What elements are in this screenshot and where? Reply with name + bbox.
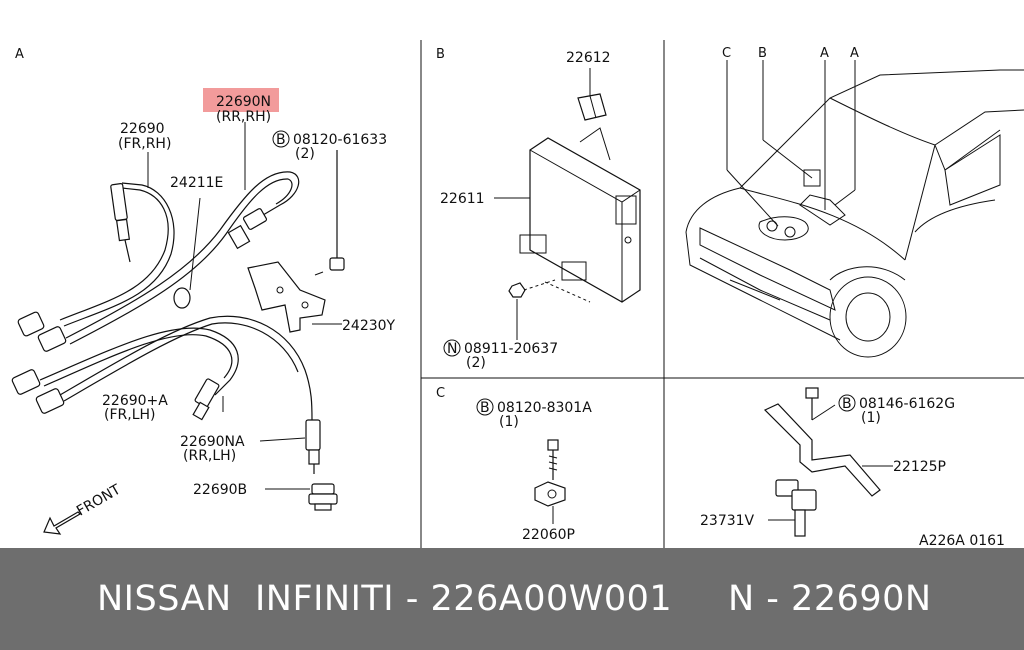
section-a-label: A [15,47,24,62]
label-front: FRONT [74,481,124,519]
nut-prefix: N [447,341,457,357]
bolt-1-prefix: B [276,132,286,148]
parts-diagram: A [11,40,1024,548]
label-08120-8301a: 08120-8301A [497,400,592,416]
label-08911-20637-qty: (2) [466,355,486,371]
label-22690: 22690 [120,121,165,137]
car-callout-b: B [758,46,767,61]
bolt-3-prefix: B [842,396,852,412]
label-22690a: 22690+A [102,393,168,409]
label-24211e: 24211E [170,175,223,191]
sensor-22690a-fr-lh [11,327,239,421]
front-arrow [43,511,81,535]
footer-reference-code: N - 22690N [728,579,932,619]
leaders-a [147,122,310,490]
grommet-24211e [173,197,201,309]
label-22690n: 22690N [216,94,271,110]
car-callout-c: C [722,46,731,61]
ecm-22611 [519,127,641,303]
car-callout-a1: A [820,46,829,61]
bolt-symbol-1 [272,130,290,148]
section-b-label: B [436,47,445,62]
bracket-24230y [247,150,345,333]
label-08120-8301a-qty: (1) [499,414,519,430]
car-leaders [726,60,856,227]
car-callout-a2: A [850,46,859,61]
label-22612: 22612 [566,50,611,66]
plug-22690b [308,483,338,511]
knock-sensor-22060p [534,439,566,524]
footer-part-info: NISSAN INFINITI - 226A00W001 [97,579,673,619]
bolt-symbol-3 [838,394,856,412]
connector-22612 [577,93,607,121]
label-08911-20637: 08911-20637 [464,341,558,357]
label-22690a-loc: (FR,LH) [104,407,155,423]
sensor-22690-fr-rh [17,182,175,352]
bracket-22125p [763,387,881,497]
bolt-2-prefix: B [480,400,490,416]
label-22690b: 22690B [193,482,247,498]
vehicle-outline [685,69,1024,358]
label-22611: 22611 [440,191,485,207]
label-08120-61633: 08120-61633 [293,132,387,148]
label-22690na: 22690NA [180,434,245,450]
label-22060p: 22060P [522,527,575,543]
sensor-22690n-rr-rh [65,171,300,345]
bolt-symbol-2 [476,398,494,416]
label-22125p: 22125P [893,459,946,475]
leaders-d [768,404,893,521]
label-08146-6162g-qty: (1) [861,410,881,426]
highlight-22690n [203,88,279,112]
footer-bar: NISSAN INFINITI - 226A00W001 N - 22690N [0,548,1024,650]
label-08120-61633-qty: (2) [295,146,315,162]
label-22690n-loc: (RR,RH) [216,109,271,125]
nut-08911-20637 [508,282,526,340]
leaders-b [494,68,591,303]
drawing-reference: A226A 0161 [919,533,1005,548]
label-22690na-loc: (RR,LH) [183,448,236,464]
label-22690-loc: (FR,RH) [118,136,171,152]
panel-dividers [420,40,1024,548]
sensor-22690na-rr-lh [59,315,321,474]
label-23731v: 23731V [700,513,755,529]
sensor-23731v [775,479,817,537]
label-08146-6162g: 08146-6162G [859,396,955,412]
section-c-label: C [436,386,445,401]
nut-symbol [443,339,461,357]
label-24230y: 24230Y [342,318,396,334]
